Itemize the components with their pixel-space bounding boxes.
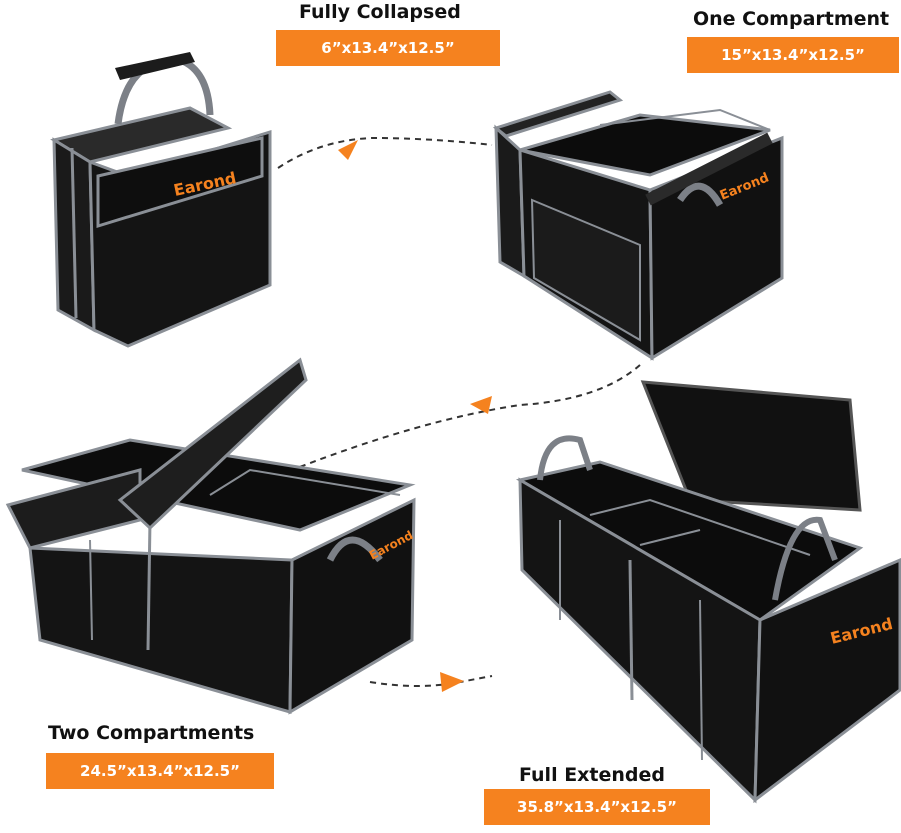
- stage-title-two-compartments: Two Compartments: [48, 722, 255, 744]
- bag-fully-collapsed: Earond: [50, 52, 272, 348]
- transition-arrows: [277, 136, 641, 692]
- dimension-badge-two-compartments: 24.5”x13.4”x12.5”: [46, 753, 274, 789]
- bag-two-compartments: Earond: [5, 357, 416, 715]
- bag-one-compartment: Earond: [492, 90, 784, 361]
- dimension-badge-full-extended: 35.8”x13.4”x12.5”: [484, 789, 710, 825]
- dimension-badge-collapsed: 6”x13.4”x12.5”: [276, 30, 500, 66]
- stage-title-one-compartment: One Compartment: [693, 8, 890, 30]
- arrow-collapsed-to-one: [277, 136, 493, 169]
- stage-title-full-extended: Full Extended: [519, 764, 666, 786]
- stage-title-collapsed: Fully Collapsed: [299, 1, 461, 23]
- arrow-two-to-full: [369, 675, 493, 687]
- dimension-badge-one-compartment: 15”x13.4”x12.5”: [687, 37, 899, 73]
- bag-full-extended: Earond: [515, 380, 901, 804]
